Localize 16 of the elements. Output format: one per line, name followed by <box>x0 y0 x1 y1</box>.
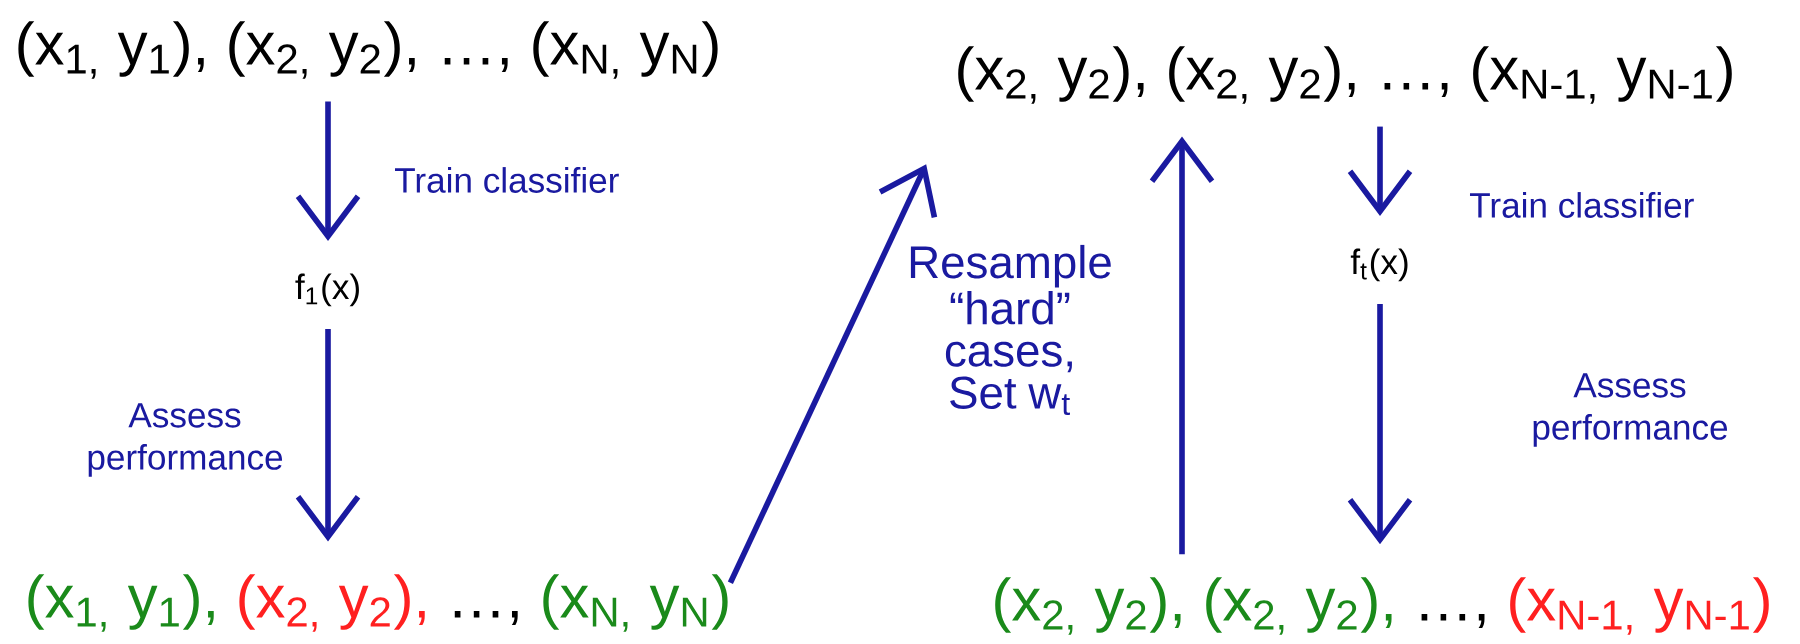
edge-label: Resample “hard” cases, Set w$_{t}$ <box>910 244 1111 416</box>
arrow <box>1347 304 1413 545</box>
data-sequence: (x$_{2,}$ y$_{2}$), (x$_{2,}$ y$_{2}$), …, (x$_{N-1,}$ y$_{N-1}$) <box>995 577 1769 635</box>
classifier-formula: f$_{1}$(x) <box>295 273 359 307</box>
edge-label: Train classifier <box>1470 192 1694 218</box>
edge-label: Train classifier <box>395 167 619 193</box>
arrow <box>295 329 361 542</box>
data-sequence: (x$_{2,}$ y$_{2}$), (x$_{2,}$ y$_{2}$), …, (x$_{N-1,}$ y$_{N-1}$) <box>958 46 1732 104</box>
classifier-formula: f$_{t}$(x) <box>1350 248 1408 282</box>
data-sequence: (x$_{1,}$ y$_{1}$), (x$_{2,}$ y$_{2}$), …, (x$_{N,}$ y$_{N}$) <box>18 21 718 79</box>
data-sequence: (x$_{1,}$ y$_{1}$), (x$_{2,}$ y$_{2}$), …, (x$_{N,}$ y$_{N}$) <box>28 574 728 632</box>
edge-label: Assess performance <box>1533 373 1728 447</box>
arrow <box>1149 136 1215 555</box>
arrow <box>727 164 938 584</box>
arrow <box>295 101 361 241</box>
edge-label: Assess performance <box>88 403 283 477</box>
